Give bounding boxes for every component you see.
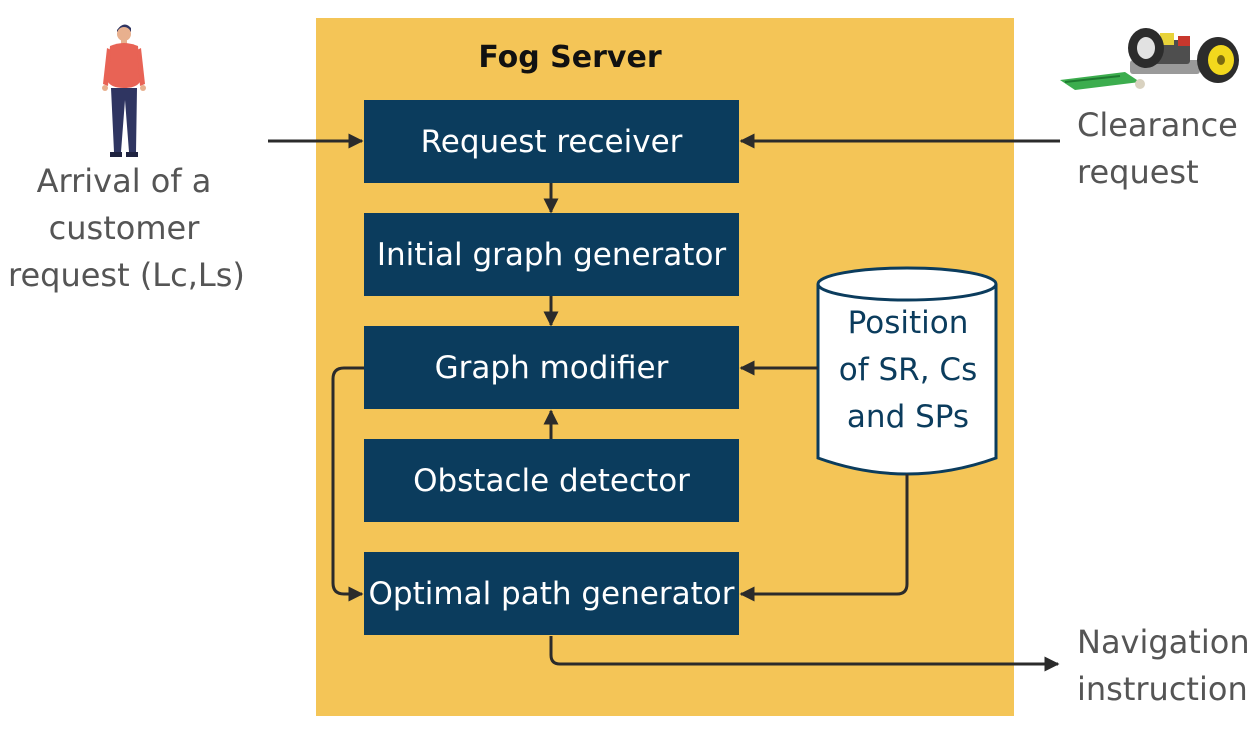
- database-label-line: Position: [847, 305, 969, 341]
- optimal-path-generator-block: Optimal path generator: [364, 552, 739, 635]
- graph-modifier-block: Graph modifier: [364, 326, 739, 409]
- navigation-instruction-line: instruction: [1077, 670, 1248, 708]
- customer-request-line: customer: [48, 209, 200, 247]
- person-icon: [102, 24, 146, 157]
- request-receiver-block: Request receiver: [364, 100, 739, 183]
- navigation-instruction-line: Navigation: [1077, 623, 1250, 661]
- obstacle-detector-block: Obstacle detector: [364, 439, 739, 522]
- database-label-line: of SR, Cs: [838, 352, 978, 388]
- modifier-to-optimal-arrow: [331, 366, 364, 602]
- navigation-instruction-label: Navigation instruction: [1077, 619, 1250, 713]
- clearance-request-line: Clearance: [1077, 106, 1238, 144]
- database-label: Position of SR, Cs and SPs: [818, 300, 998, 441]
- customer-request-label: Arrival of a customer request (Lc,Ls): [8, 158, 245, 299]
- initial-graph-generator-block: Initial graph generator: [364, 213, 739, 296]
- database-cylinder: [816, 266, 998, 476]
- database-label-line: and SPs: [846, 399, 970, 435]
- fog-server-title: Fog Server: [478, 40, 662, 75]
- robot-car-icon: [1060, 28, 1239, 90]
- optimal-to-navigation-arrow: [549, 636, 1060, 672]
- clearance-request-label: Clearance request: [1077, 102, 1238, 196]
- customer-request-line: Arrival of a: [36, 162, 212, 200]
- database-to-optimal-arrow: [739, 474, 909, 602]
- customer-request-line: request (Lc,Ls): [8, 256, 245, 294]
- clearance-request-line: request: [1077, 153, 1199, 191]
